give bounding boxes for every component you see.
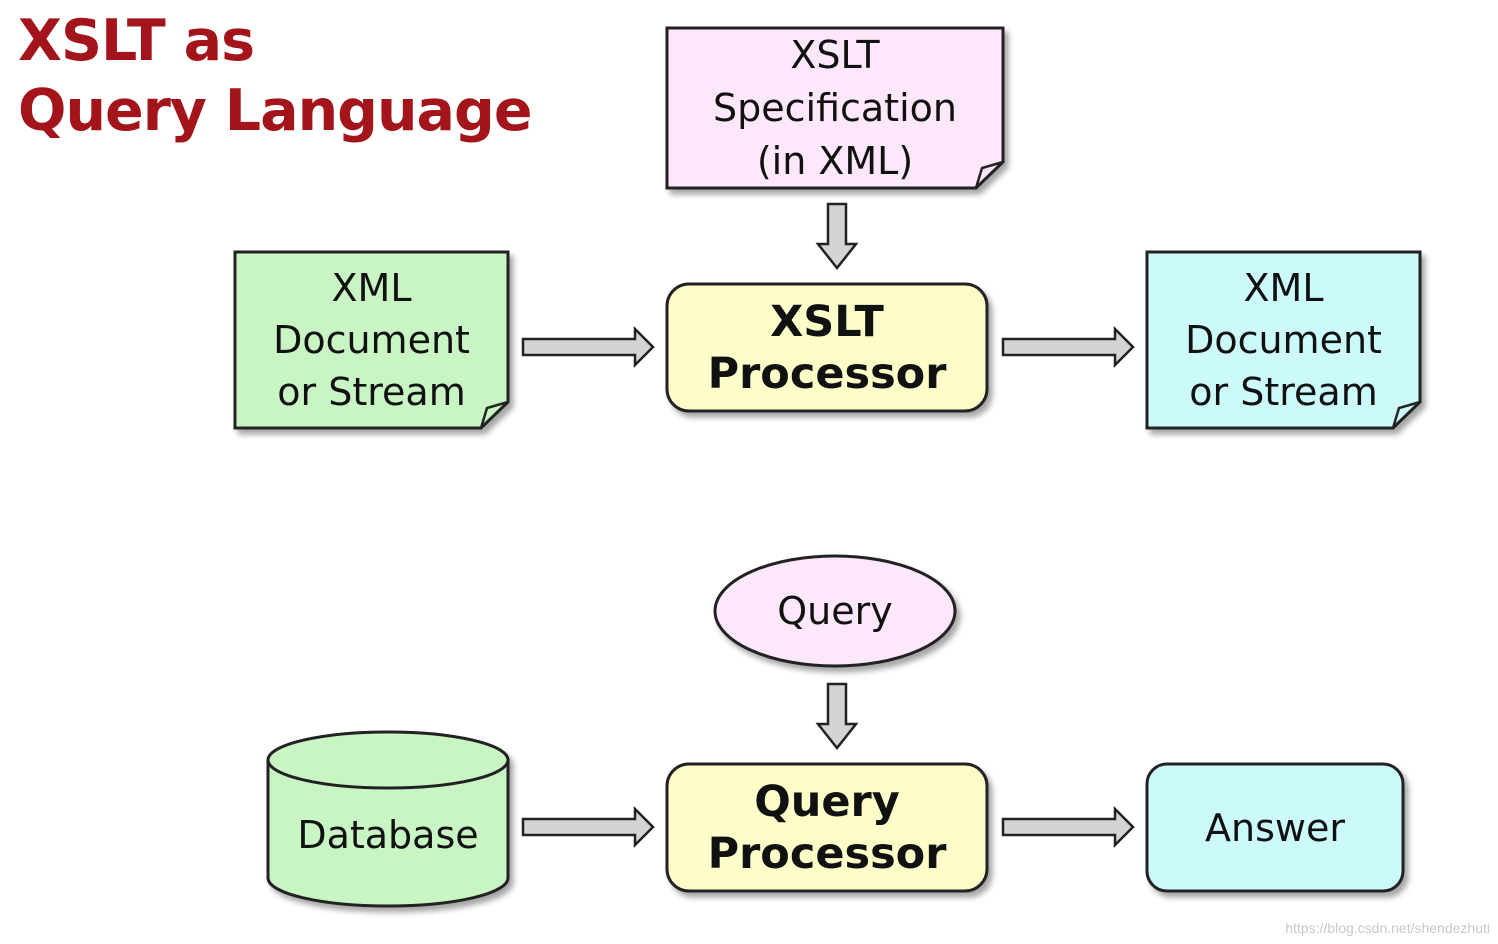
xml-input-label-line-1: XML [331, 266, 412, 310]
query-processor-label-line-1: Query [754, 776, 900, 827]
spec-document-shape [665, 26, 1005, 190]
spec-label-line-3: (in XML) [756, 138, 914, 183]
page-title: XSLT as Query Language [18, 6, 532, 146]
spec-label-line-1: XSLT [790, 32, 880, 77]
xslt-processor-label-line-2: Processor [707, 348, 947, 399]
xml-input-label: XML Document or Stream [235, 254, 508, 426]
xslt-processor-shape [665, 282, 989, 413]
query-label-text: Query [777, 589, 893, 633]
xml-output-document-shape [1145, 250, 1422, 430]
spec-fold-corner [974, 160, 1004, 189]
xml-output-fold-corner [1391, 400, 1421, 429]
query-ellipse-shape [713, 554, 957, 668]
xslt-processor-label-line-1: XSLT [770, 296, 884, 347]
answer-shape [1145, 762, 1405, 893]
query-processor-shape [665, 762, 989, 893]
spec-label-line-2: Specification [713, 85, 957, 130]
arrow-processor-to-output [1001, 325, 1135, 369]
answer-label: Answer [1147, 764, 1403, 891]
xml-input-fold-corner [479, 400, 509, 429]
arrow-spec-to-processor [815, 202, 859, 271]
database-cylinder-shape [266, 730, 510, 908]
xml-output-label-line-3: or Stream [1189, 370, 1378, 414]
database-label-text: Database [297, 813, 479, 857]
xml-input-label-line-2: Document [273, 318, 470, 362]
spec-label: XSLT Specification (in XML) [667, 30, 1003, 186]
xml-output-label-line-2: Document [1185, 318, 1382, 362]
title-line-1: XSLT as [18, 8, 255, 74]
query-label: Query [715, 556, 955, 666]
xml-output-label-line-1: XML [1243, 266, 1324, 310]
arrow-query-to-processor [815, 682, 859, 751]
arrow-processor-to-answer [1001, 805, 1135, 849]
xslt-processor-label: XSLT Processor [667, 284, 987, 411]
database-label: Database [268, 790, 508, 880]
xml-input-document-shape [233, 250, 510, 430]
xml-output-label: XML Document or Stream [1147, 254, 1420, 426]
answer-label-text: Answer [1205, 805, 1345, 850]
query-processor-label: Query Processor [667, 764, 987, 891]
arrow-database-to-processor [521, 805, 655, 849]
title-line-2: Query Language [18, 78, 532, 144]
xml-input-label-line-3: or Stream [277, 370, 466, 414]
query-processor-label-line-2: Processor [707, 828, 947, 879]
watermark: https://blog.csdn.net/shendezhuti [1285, 920, 1490, 936]
arrow-input-to-processor [521, 325, 655, 369]
